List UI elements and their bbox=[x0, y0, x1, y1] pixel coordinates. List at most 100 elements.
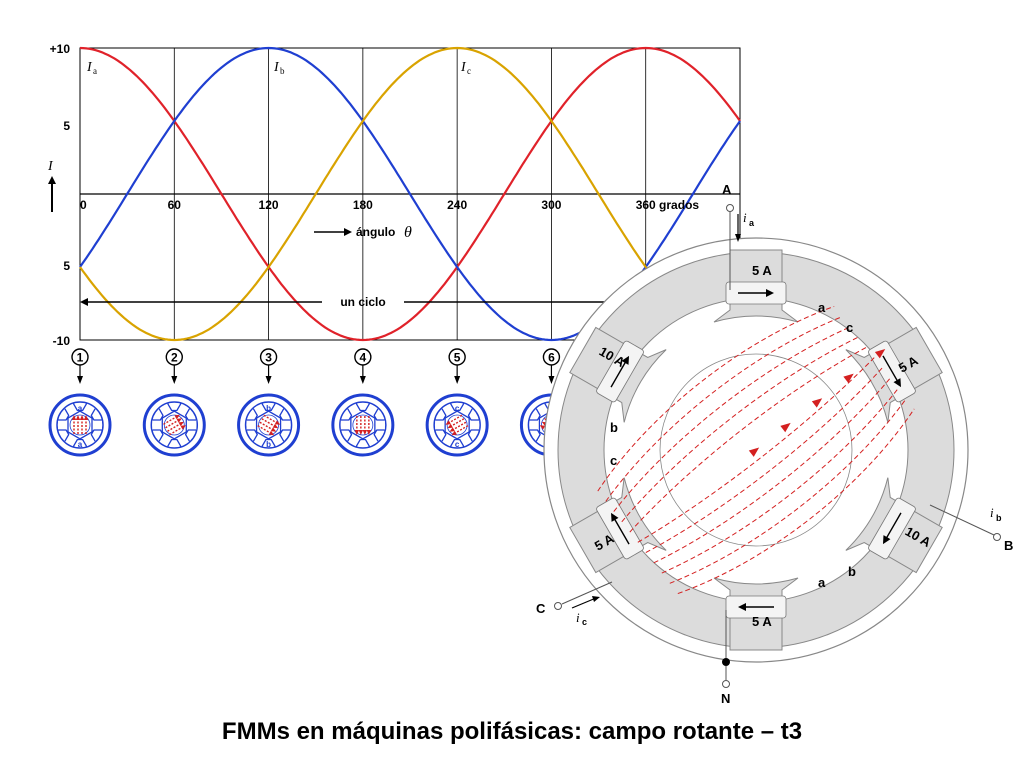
flux-line bbox=[645, 367, 883, 554]
instant-number: 5 bbox=[454, 351, 461, 365]
flux-arrow bbox=[780, 422, 791, 433]
y-axis-label: I bbox=[47, 159, 56, 212]
instant-number: 4 bbox=[360, 351, 367, 365]
instant-marker-5: 5 bbox=[448, 348, 466, 384]
flux-line bbox=[677, 408, 915, 595]
instant-marker-2: 2 bbox=[165, 348, 183, 384]
svg-text:a: a bbox=[78, 440, 83, 449]
svg-text:B: B bbox=[1004, 538, 1013, 553]
x-tick-300: 300 bbox=[541, 198, 561, 212]
instant-marker-1: 1 bbox=[71, 348, 89, 384]
svg-text:C: C bbox=[536, 601, 546, 616]
pole-current-top: 5 A bbox=[752, 263, 772, 278]
flux-lines bbox=[597, 305, 915, 595]
svg-text:c: c bbox=[455, 404, 460, 413]
cycle-annotation: un ciclo bbox=[80, 295, 646, 309]
svg-text:ángulo: ángulo bbox=[356, 225, 395, 239]
instant-number: 1 bbox=[77, 351, 84, 365]
small-rotor-5: cc bbox=[425, 393, 489, 457]
neutral-dot bbox=[722, 658, 730, 666]
small-rotor-3: bb bbox=[237, 393, 301, 457]
neutral-point: N bbox=[721, 610, 730, 706]
rotor-flux-arrows bbox=[354, 416, 372, 435]
y-tick-bottom: -10 bbox=[53, 334, 71, 348]
stator-pole-0 bbox=[713, 249, 799, 323]
instant-number: 2 bbox=[171, 351, 178, 365]
flux-line bbox=[613, 326, 851, 512]
series-ic bbox=[79, 46, 741, 342]
svg-text:i: i bbox=[576, 610, 580, 625]
flux-line bbox=[605, 316, 843, 502]
page-title: FMMs en máquinas polifásicas: campo rota… bbox=[221, 718, 803, 745]
angle-arrowhead bbox=[344, 228, 352, 236]
svg-text:I: I bbox=[273, 60, 280, 75]
rotor-flux-arrows bbox=[445, 414, 469, 436]
flux-arrow bbox=[874, 349, 886, 359]
terminal-a: A i a bbox=[722, 182, 755, 290]
flux-arrow bbox=[843, 373, 854, 383]
cycle-arrowhead-left bbox=[80, 298, 88, 306]
stator-rotor-diagram: A i a B i b C i c bbox=[536, 182, 1013, 706]
coil-label-c-top: c bbox=[846, 320, 853, 335]
instant-marker-3: 3 bbox=[259, 348, 278, 384]
flux-line bbox=[621, 336, 859, 523]
flux-line bbox=[629, 346, 867, 533]
svg-text:c: c bbox=[582, 617, 587, 627]
svg-text:i: i bbox=[990, 505, 994, 520]
pole-current-bottom: 5 A bbox=[752, 614, 772, 629]
y-tick-lower-5: 5 bbox=[63, 259, 70, 273]
flux-line bbox=[653, 377, 891, 564]
rotor-flux-arrows bbox=[257, 414, 281, 436]
x-tick-360: 360 grados bbox=[636, 198, 700, 212]
svg-text:a: a bbox=[93, 66, 97, 76]
y-tick-upper-5: 5 bbox=[63, 119, 70, 133]
stator-pole-240 bbox=[569, 477, 667, 574]
series-label-ia: I a bbox=[86, 60, 97, 76]
coil-label-c-left: c bbox=[610, 453, 617, 468]
svg-text:un ciclo: un ciclo bbox=[340, 295, 385, 309]
rotor-outline bbox=[659, 353, 853, 547]
rotor-flux-arrows bbox=[163, 414, 186, 436]
series-label-ic: I c bbox=[460, 60, 471, 76]
instant-marker-4: 4 bbox=[354, 348, 372, 384]
svg-text:A: A bbox=[722, 182, 732, 197]
angle-annotation: ángulo θ bbox=[314, 224, 412, 241]
small-rotor-1: aa bbox=[48, 393, 112, 457]
terminal-b: B i b bbox=[929, 504, 1013, 553]
stator-pole-300 bbox=[569, 326, 667, 423]
x-tick-60: 60 bbox=[168, 198, 182, 212]
series-ia bbox=[79, 46, 741, 342]
y-axis-arrowhead bbox=[48, 176, 56, 184]
flux-line bbox=[637, 357, 875, 543]
rotor-flux-arrows bbox=[71, 415, 89, 434]
stator-pole-180 bbox=[713, 577, 799, 651]
y-tick-top: +10 bbox=[50, 42, 71, 56]
instant-marker-6: 6 bbox=[542, 348, 561, 384]
svg-text:b: b bbox=[996, 513, 1002, 523]
vertical-gridlines bbox=[173, 48, 647, 340]
svg-text:a: a bbox=[78, 404, 83, 413]
terminal-c: C i c bbox=[536, 581, 613, 627]
x-tick-0: 0 bbox=[80, 198, 87, 212]
svg-text:c: c bbox=[467, 66, 471, 76]
svg-text:b: b bbox=[280, 66, 285, 76]
svg-text:θ: θ bbox=[404, 224, 412, 241]
terminal-a-dot bbox=[726, 204, 734, 212]
svg-text:i: i bbox=[743, 210, 747, 225]
svg-text:I: I bbox=[460, 60, 467, 75]
svg-text:a: a bbox=[749, 218, 755, 228]
x-tick-180: 180 bbox=[353, 198, 373, 212]
coil-label-a-bottom: a bbox=[818, 575, 826, 590]
svg-text:I: I bbox=[86, 60, 93, 75]
svg-text:c: c bbox=[455, 440, 460, 449]
flux-line bbox=[669, 398, 907, 584]
svg-text:N: N bbox=[721, 691, 730, 706]
instant-number: 6 bbox=[548, 351, 555, 365]
coil-label-b-bottom: b bbox=[848, 564, 856, 579]
x-tick-120: 120 bbox=[259, 198, 279, 212]
svg-text:b: b bbox=[266, 404, 271, 413]
y-axis-symbol: I bbox=[47, 159, 54, 174]
